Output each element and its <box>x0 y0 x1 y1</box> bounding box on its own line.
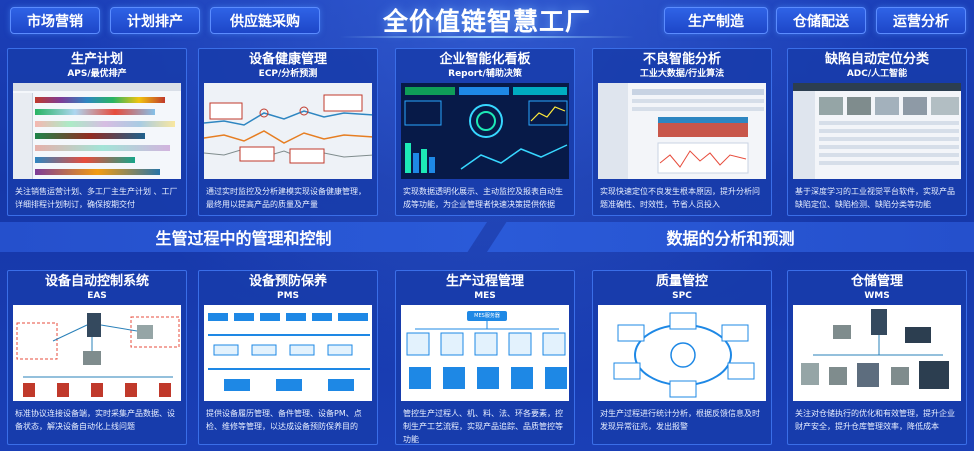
card-title: 质量管控 <box>655 274 708 289</box>
nav-operations[interactable]: 运营分析 <box>876 7 966 34</box>
eas-diagram <box>13 305 181 401</box>
card-title: 设备自动控制系统 <box>44 274 149 289</box>
card-mes[interactable]: 生产过程管理 MES MES服务器 管控生产过程人、机、料、法、环各要素，控制生… <box>395 270 575 445</box>
section-band-analysis: 数据的分析和预测 <box>487 222 974 252</box>
card-production-plan[interactable]: 生产计划 APS/最优排产 关注销售运营计划、多工厂主生产计划 、工厂详细排程计… <box>7 48 187 216</box>
card-description: 实现快速定位不良发生根本原因，提升分析问题准确性、时效性，节省人员投入 <box>600 187 760 209</box>
card-auto-defect-classification[interactable]: 缺陷自动定位分类 ADC/人工智能 基于深度学习的工业视觉平台软件，实现产品缺陷… <box>787 48 967 216</box>
mes-architecture-diagram <box>401 305 569 401</box>
section-band-management: 生管过程中的管理和控制 <box>0 222 487 252</box>
card-subtitle: ECP/分析预测 <box>258 69 318 79</box>
card-description: 基于深度学习的工业视觉平台软件，实现产品缺陷定位、缺陷检测、缺陷分类等功能 <box>795 187 955 209</box>
card-smart-dashboard[interactable]: 企业智能化看板 Report/辅助决策 实现数据透明化展示、主动监控及报表自动生… <box>395 48 575 216</box>
card-title: 不良智能分析 <box>642 52 721 67</box>
card-subtitle: ADC/人工智能 <box>846 69 908 79</box>
card-subtitle: SPC <box>672 291 692 301</box>
card-title: 生产过程管理 <box>445 274 524 289</box>
page-title: 全价值链智慧工厂 <box>382 7 591 36</box>
card-title: 仓储管理 <box>850 274 903 289</box>
card-subtitle: 工业大数据/行业算法 <box>639 69 725 79</box>
nav-warehouse[interactable]: 仓储配送 <box>776 7 866 34</box>
card-subtitle: APS/最优排产 <box>67 69 127 79</box>
adc-screenshot <box>793 83 961 179</box>
analysis-screenshot <box>598 83 766 179</box>
card-title: 缺陷自动定位分类 <box>824 52 929 67</box>
mes-server-label: MES服务器 <box>474 313 500 319</box>
card-subtitle: WMS <box>864 291 890 301</box>
nav-production[interactable]: 生产制造 <box>664 7 768 34</box>
pms-flowchart <box>204 305 372 401</box>
card-spc[interactable]: 质量管控 SPC 对生产过程进行统计分析，根据反馈信息及时发现异常征兆，发出报警 <box>592 270 772 445</box>
card-title: 企业智能化看板 <box>439 52 531 67</box>
gantt-chart-screenshot <box>13 83 181 179</box>
card-subtitle: PMS <box>276 291 300 301</box>
card-title: 设备健康管理 <box>248 52 327 67</box>
adc-interface <box>793 83 961 179</box>
nav-planning[interactable]: 计划排产 <box>110 7 200 34</box>
spc-cycle-diagram <box>598 305 766 401</box>
card-defect-analysis[interactable]: 不良智能分析 工业大数据/行业算法 实现快速定位不良发生根本原因，提升分析问题准… <box>592 48 772 216</box>
card-description: 关注对仓储执行的优化和有效管理，提升企业财产安全，提升仓库管理效率，降低成本 <box>795 409 955 431</box>
pms-process-flow <box>204 305 372 401</box>
wms-devices-illustration <box>793 305 961 401</box>
analysis-charts <box>598 83 766 179</box>
card-subtitle: Report/辅助决策 <box>448 69 522 79</box>
card-title: 生产计划 <box>70 52 123 67</box>
card-description: 通过实时监控及分析建模实现设备健康管理，最终用以提高产品的质量及产量 <box>206 187 366 209</box>
band-label: 生管过程中的管理和控制 <box>155 229 332 248</box>
card-description: 对生产过程进行统计分析，根据反馈信息及时发现异常征兆，发出报警 <box>600 409 760 431</box>
wms-device-network <box>793 305 961 401</box>
dashboard-screenshot <box>401 83 569 179</box>
trend-lines <box>204 83 372 179</box>
card-description: 关注销售运营计划、多工厂主生产计划 、工厂详细排程计划制订，确保按期交付 <box>15 187 178 209</box>
nav-marketing[interactable]: 市场营销 <box>10 7 100 34</box>
card-description: 实现数据透明化展示、主动监控及报表自动生成等功能，为企业管理者快速决策提供依据 <box>403 187 563 209</box>
eas-network-diagram <box>13 305 181 401</box>
card-pms[interactable]: 设备预防保养 PMS 提供设备履历管理、备件管理、设备PM、点检、维修等管理，以… <box>198 270 378 445</box>
mes-architecture: MES服务器 <box>401 305 569 401</box>
card-description: 管控生产过程人、机、料、法、环各要素，控制生产工艺流程，实现产品追踪、品质管控等… <box>403 409 563 444</box>
card-equipment-health[interactable]: 设备健康管理 ECP/分析预测 通过实时监控及分析建模实现设备健康管理，最终用以… <box>198 48 378 216</box>
dashboard-widgets <box>401 83 569 179</box>
nav-procurement[interactable]: 供应链采购 <box>210 7 320 34</box>
card-wms[interactable]: 仓储管理 WMS 关注对仓储执行的优化和有效管理，提升企业财产安全，提升仓库管理… <box>787 270 967 445</box>
trend-chart-screenshot <box>204 83 372 179</box>
spc-cycle <box>598 305 766 401</box>
card-description: 标准协议连接设备端，实时采集产品数据、设备状态，解决设备自动化上线问题 <box>15 409 175 431</box>
card-description: 提供设备履历管理、备件管理、设备PM、点检、维修等管理，以达成设备预防保养目的 <box>206 409 362 431</box>
card-subtitle: EAS <box>87 291 107 301</box>
card-eas[interactable]: 设备自动控制系统 EAS 标准协议连接设备端，实时采集产品数据、设备状态，解决设… <box>7 270 187 445</box>
card-subtitle: MES <box>474 291 496 301</box>
band-label: 数据的分析和预测 <box>666 229 795 248</box>
card-title: 设备预防保养 <box>248 274 327 289</box>
title-underline <box>340 36 634 38</box>
